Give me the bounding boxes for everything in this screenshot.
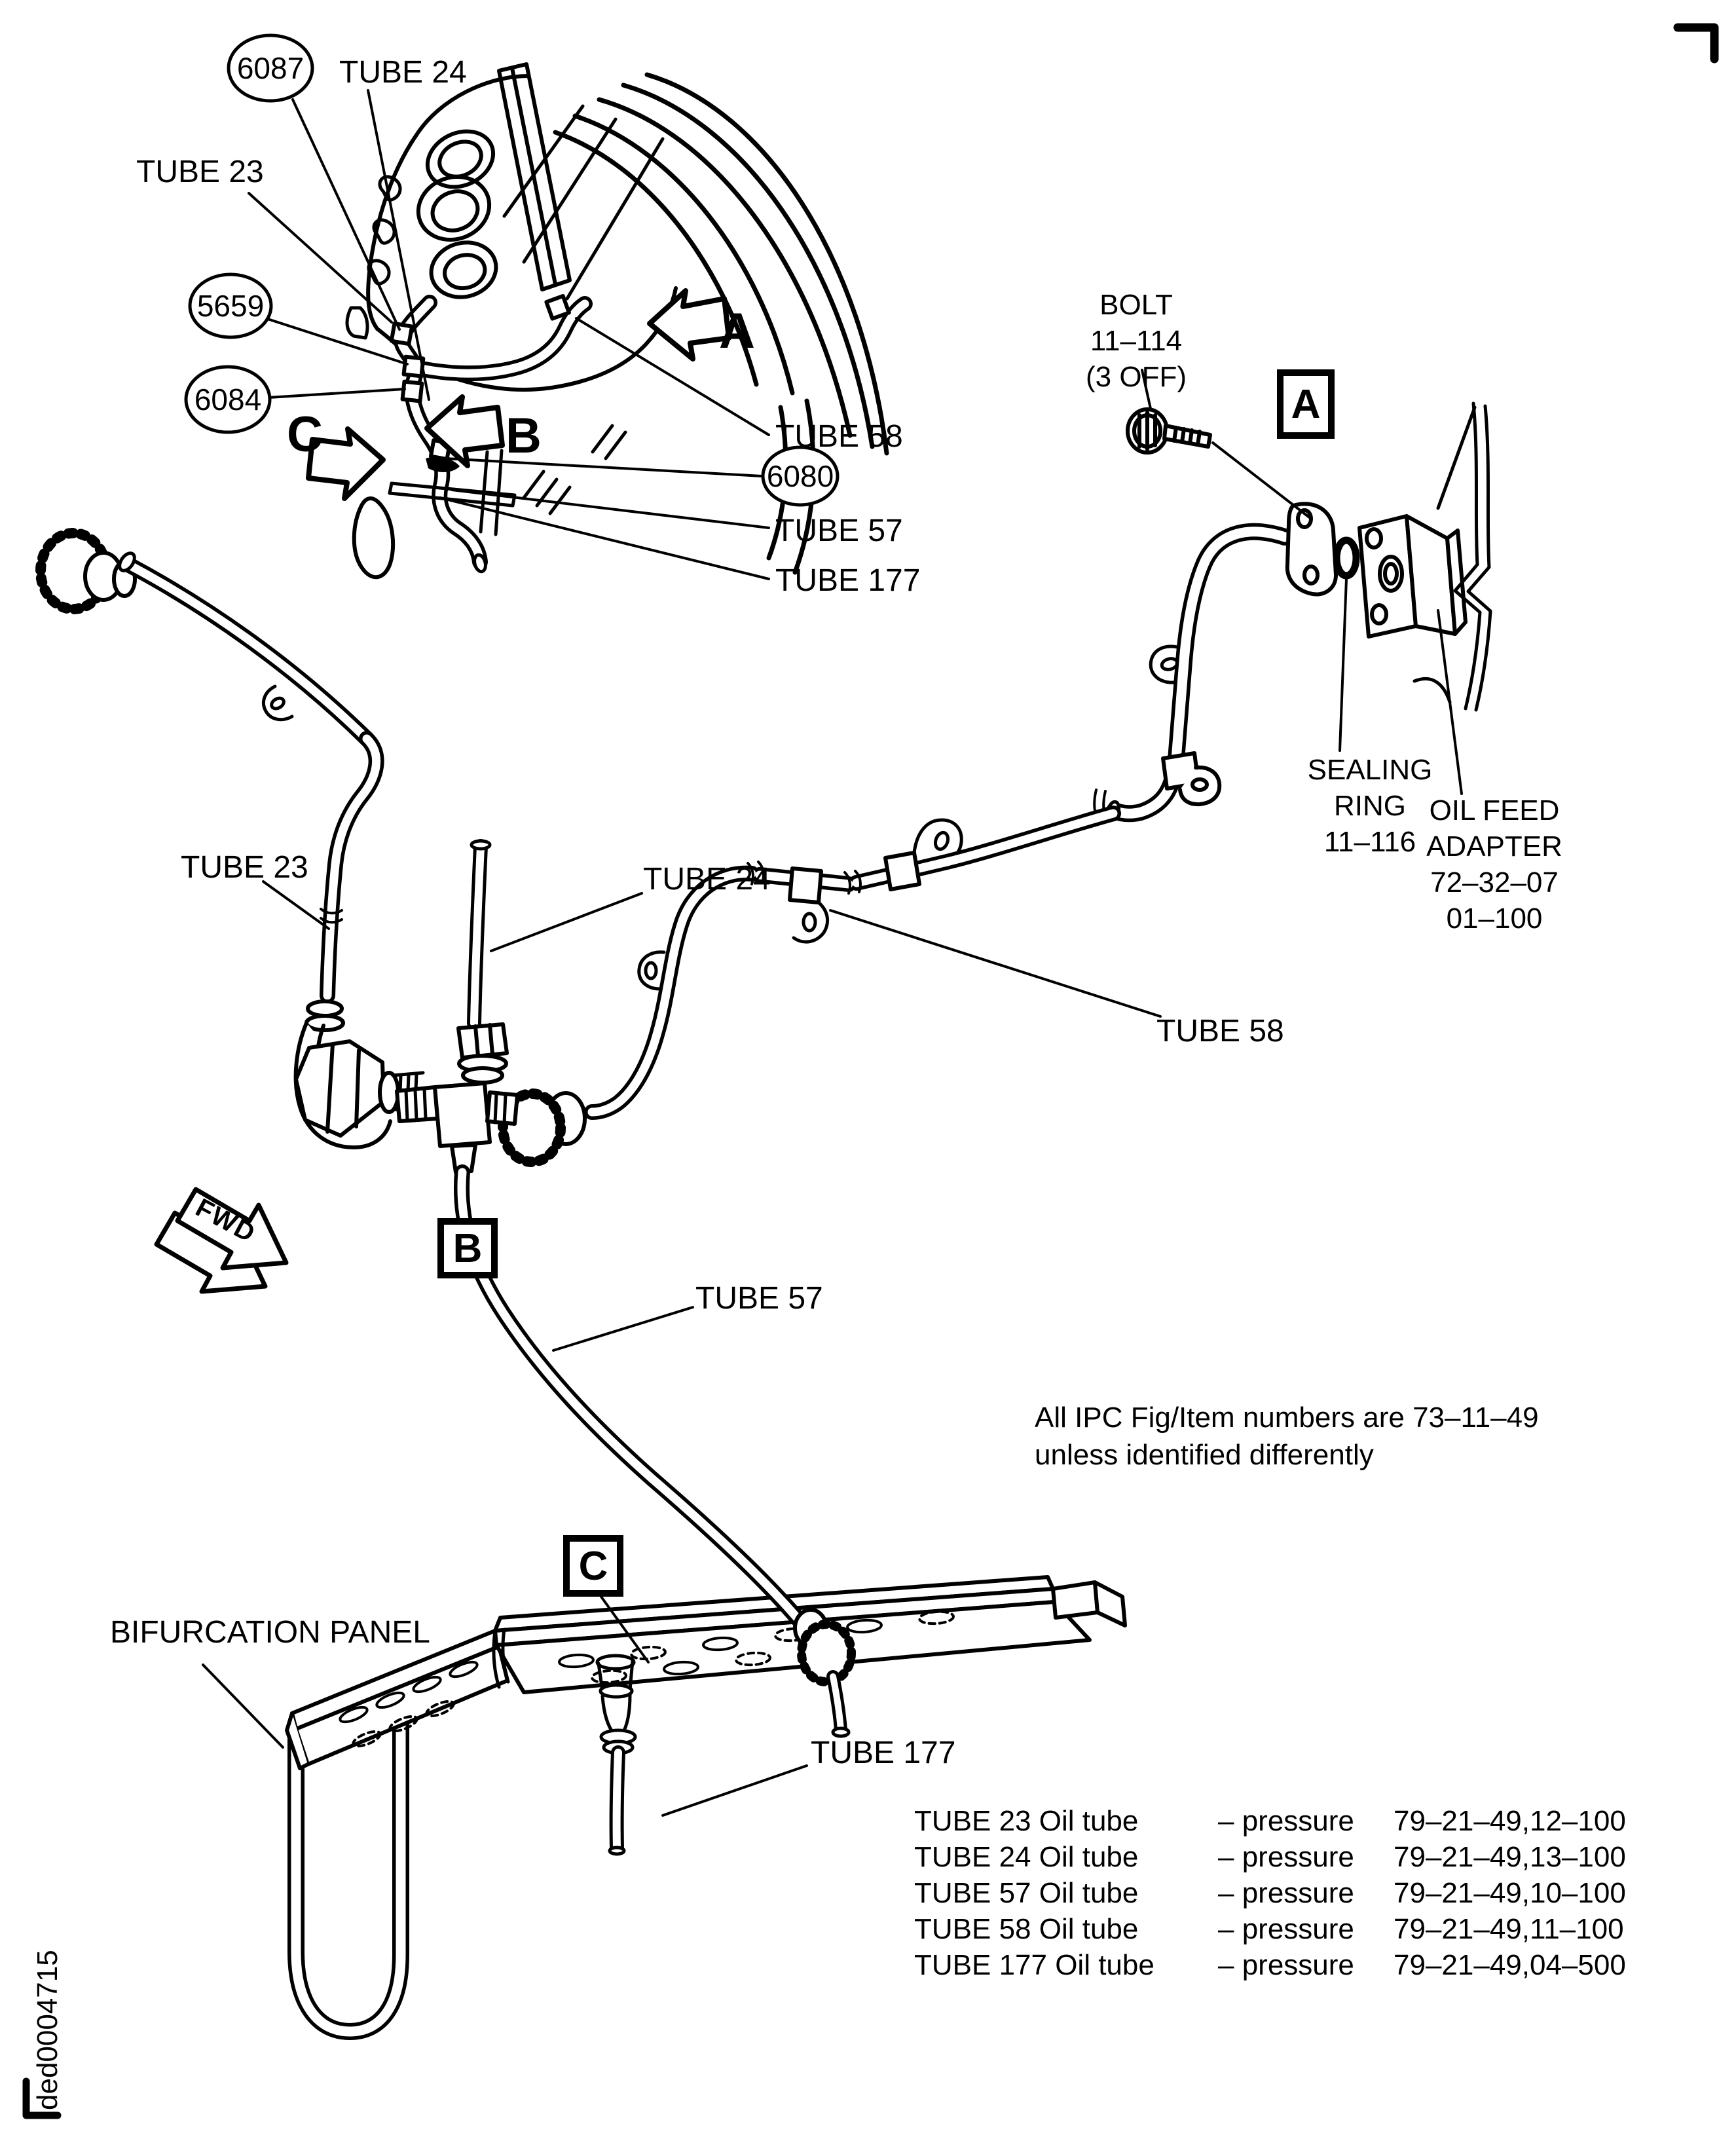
sealing-ring-icon xyxy=(1333,536,1360,580)
adapter-line2: ADAPTER xyxy=(1426,830,1562,863)
bolt-line3: (3 OFF) xyxy=(1086,361,1187,393)
adapter-line3: 72–32–07 xyxy=(1430,866,1559,899)
table-cell-item: TUBE 57 Oil tube xyxy=(914,1877,1139,1909)
engine-oil-tubes xyxy=(389,293,593,574)
callout-circles xyxy=(184,33,840,507)
ipc-note: All IPC Fig/Item numbers are 73–11–49 un… xyxy=(1035,1399,1539,1474)
bolt-line2: 11–114 xyxy=(1090,325,1183,357)
label-tube58-mid: TUBE 58 xyxy=(1156,1014,1284,1049)
label-bifurcation-panel: BIFURCATION PANEL xyxy=(110,1615,430,1650)
label-tube23-top: TUBE 23 xyxy=(136,155,264,189)
detail-box-a: A xyxy=(1277,369,1335,439)
panel-fold-lines xyxy=(492,1627,510,1689)
label-tube58-engine: TUBE 58 xyxy=(775,419,903,454)
detail-box-c-letter: C xyxy=(578,1543,608,1589)
panel-holes xyxy=(339,1610,955,1748)
leader-lines-top xyxy=(248,89,770,580)
tube177-fitting xyxy=(595,1654,637,1755)
artwork-number: ded0004715 xyxy=(31,1950,64,2110)
bolt-icon xyxy=(1126,407,1212,455)
arrow-letter-a: A xyxy=(719,303,755,359)
drain-boot xyxy=(352,496,396,580)
view-arrows xyxy=(306,288,731,501)
tube58-clamp xyxy=(1161,751,1222,807)
label-tube57-engine: TUBE 57 xyxy=(775,513,903,548)
sealing-ring-callout: SEALING RING 11–116 xyxy=(1291,752,1449,860)
ipc-note-line2: unless identified differently xyxy=(1035,1439,1374,1472)
label-tube24-top: TUBE 24 xyxy=(339,55,467,90)
detail-c xyxy=(285,1575,1127,2040)
label-tube177-bottom: TUBE 177 xyxy=(811,1736,956,1770)
leader-lines-bottom xyxy=(202,369,1463,1817)
tube23-elbow xyxy=(293,999,426,1149)
detail-b xyxy=(35,528,1121,1174)
callout-6084: 6084 xyxy=(194,382,262,417)
bifurcation-panel-shape xyxy=(285,1575,1127,1770)
adapter-line4: 01–100 xyxy=(1446,902,1543,935)
table-cell-desc: – pressure xyxy=(1218,1841,1354,1873)
fwd-arrow xyxy=(154,1187,289,1294)
oil-feed-adapter-icon xyxy=(1357,514,1468,639)
tube58-tabs xyxy=(637,818,963,991)
label-tube177-engine: TUBE 177 xyxy=(775,563,921,598)
view-arrow-b xyxy=(424,394,505,468)
detail-box-b-letter: B xyxy=(452,1225,483,1271)
sealing-line3: 11–116 xyxy=(1323,826,1416,858)
bolt-callout: BOLT 11–114 (3 OFF) xyxy=(1080,287,1192,395)
table-cell-desc: – pressure xyxy=(1218,1949,1354,1981)
tube57-coupling xyxy=(793,1608,856,1686)
table-cell-desc: – pressure xyxy=(1218,1805,1354,1837)
gearbox-bosses xyxy=(416,129,498,299)
table-cell-ref: 79–21–49,04–500 xyxy=(1394,1949,1626,1981)
tee-fitting xyxy=(395,1081,519,1174)
table-cell-item: TUBE 177 Oil tube xyxy=(914,1949,1154,1981)
detail-box-a-letter: A xyxy=(1291,381,1321,427)
ipc-note-line1: All IPC Fig/Item numbers are 73–11–49 xyxy=(1035,1402,1539,1434)
tube23-coupling-nut xyxy=(35,528,137,614)
corner-mark-bottom-left xyxy=(22,2077,62,2119)
table-cell-desc: – pressure xyxy=(1218,1877,1354,1909)
table-cell-item: TUBE 58 Oil tube xyxy=(914,1913,1139,1945)
detail-box-c: C xyxy=(563,1535,623,1597)
table-cell-item: TUBE 24 Oil tube xyxy=(914,1841,1139,1873)
table-cell-ref: 79–21–49,10–100 xyxy=(1394,1877,1626,1909)
table-cell-ref: 79–21–49,12–100 xyxy=(1394,1805,1626,1837)
label-tube57-mid: TUBE 57 xyxy=(695,1281,823,1316)
union-nut xyxy=(498,1088,587,1167)
table-cell-desc: – pressure xyxy=(1218,1913,1354,1945)
callout-5659: 5659 xyxy=(196,289,265,323)
flange-plate xyxy=(1285,502,1338,597)
detail-box-b: B xyxy=(437,1218,498,1278)
bolt-line1: BOLT xyxy=(1099,289,1173,321)
tube58-clamp-straps xyxy=(788,851,921,904)
table-cell-ref: 79–21–49,11–100 xyxy=(1394,1913,1624,1945)
table-cell-ref: 79–21–49,13–100 xyxy=(1394,1841,1626,1873)
callout-6087: 6087 xyxy=(236,51,305,85)
callout-6080: 6080 xyxy=(766,459,834,493)
corner-mark-top-right xyxy=(1673,23,1719,64)
engine-fan-case xyxy=(553,72,889,575)
sealing-line1: SEALING xyxy=(1307,754,1433,786)
engine-structure xyxy=(366,62,678,392)
label-tube23-mid: TUBE 23 xyxy=(181,850,308,885)
arrow-letter-b: B xyxy=(506,408,542,464)
adapter-line1: OIL FEED xyxy=(1429,794,1560,827)
oil-feed-adapter-callout: OIL FEED ADAPTER 72–32–07 01–100 xyxy=(1416,792,1573,937)
label-tube24-mid: TUBE 24 xyxy=(643,862,771,897)
sealing-line2: RING xyxy=(1334,790,1406,822)
table-cell-item: TUBE 23 Oil tube xyxy=(914,1805,1139,1837)
view-arrow-a xyxy=(647,288,731,362)
tube24-coupling xyxy=(456,1022,509,1085)
view-arrow-c xyxy=(306,426,386,501)
arrow-letter-c: C xyxy=(287,407,323,462)
tube23-tab xyxy=(262,684,294,722)
